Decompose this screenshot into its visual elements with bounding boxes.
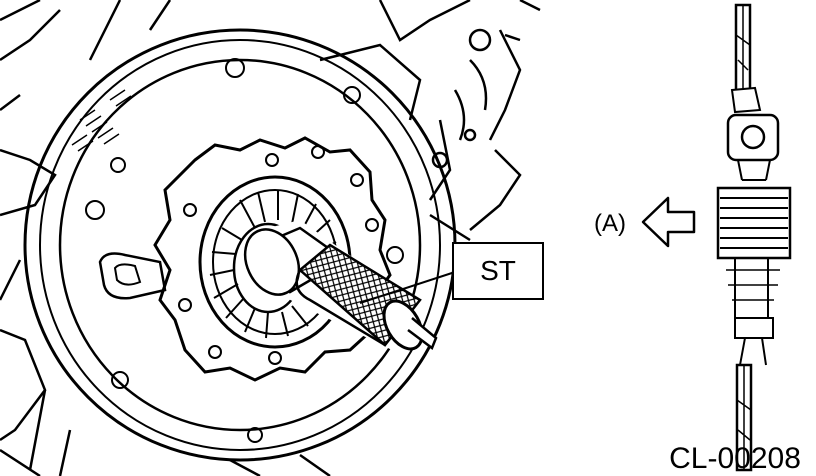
side-view (716, 3, 792, 472)
special-tool (243, 220, 456, 351)
ring-gear-teeth (71, 89, 132, 152)
direction-label: (A) (594, 210, 626, 237)
clutch-cover (98, 136, 392, 382)
tool-label-box: ST (452, 242, 544, 300)
direction-arrow (641, 196, 696, 248)
figure-code: CL-00208 (669, 442, 801, 475)
engine-housing (0, 0, 541, 476)
tool-label: ST (480, 255, 516, 286)
